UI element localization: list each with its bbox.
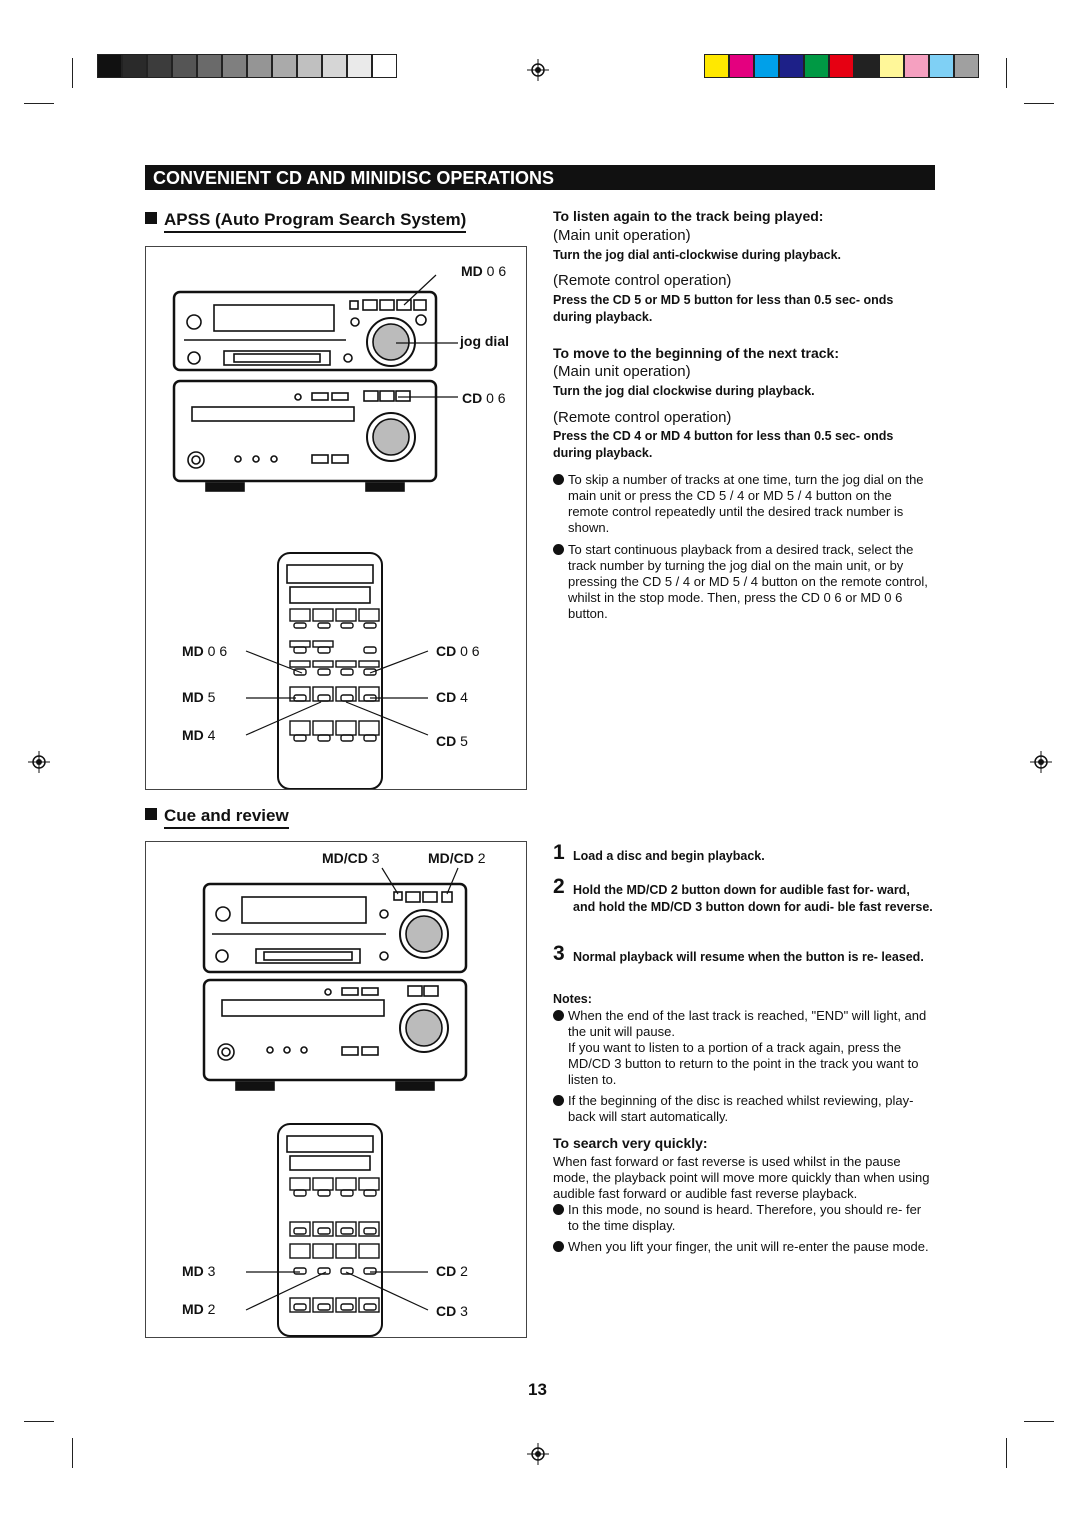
- color-swatch: [804, 54, 829, 78]
- label-md-cd-3: MD/CD 3: [322, 850, 380, 866]
- step-number: 1: [553, 841, 565, 864]
- label-remote-md-3: MD 3: [182, 1263, 216, 1279]
- next-track-title: To move to the beginning of the next tra…: [553, 345, 839, 361]
- color-swatch: [954, 54, 979, 78]
- label-remote-md-2: MD 2: [182, 1301, 216, 1317]
- bullet-icon: [553, 1010, 564, 1021]
- cue-diagram: MD/CD 3 MD/CD 2 MD 3 MD 2 CD 2 CD 3: [145, 841, 527, 1338]
- gray-swatch: [172, 54, 197, 78]
- page-title: CONVENIENT CD AND MINIDISC OPERATIONS: [145, 165, 935, 190]
- bullet-icon: [553, 1204, 564, 1215]
- registration-mark-icon: [527, 59, 549, 81]
- label-remote-md-0-6: MD 0 6: [182, 643, 228, 659]
- crop-mark: [72, 1438, 73, 1468]
- next-track-remote-text: Press the CD 4 or MD 4 button for less t…: [553, 429, 894, 460]
- crop-mark: [72, 58, 73, 88]
- label-jog-dial: jog dial: [460, 333, 509, 349]
- list-item: When the end of the last track is reache…: [553, 1008, 935, 1040]
- list-item: To start continuous playback from a desi…: [553, 542, 935, 622]
- next-track-remote-op: (Remote control operation): [553, 409, 732, 426]
- gray-swatch: [322, 54, 347, 78]
- next-track-main-op: (Main unit operation): [553, 363, 691, 380]
- bullet-icon: [553, 1095, 564, 1106]
- crop-mark: [24, 103, 54, 104]
- label-remote-cd-0-6: CD 0 6: [436, 643, 480, 659]
- stereo-unit-illustration: [172, 274, 458, 789]
- color-swatch: [879, 54, 904, 78]
- listen-again-main-op: (Main unit operation): [553, 227, 691, 244]
- page-number: 13: [528, 1380, 547, 1399]
- label-cd-0-6: CD 0 6: [462, 390, 506, 406]
- step-text: Load a disc and begin playback.: [573, 849, 765, 863]
- crop-mark: [1006, 1438, 1007, 1468]
- gray-swatch: [97, 54, 122, 78]
- color-swatch: [829, 54, 854, 78]
- cue-heading: Cue and review: [145, 806, 289, 829]
- crop-mark: [1024, 1421, 1054, 1422]
- color-swatch: [929, 54, 954, 78]
- notes-title: Notes:: [553, 992, 592, 1006]
- step-text: Hold the MD/CD 2 button down for audible…: [573, 883, 933, 914]
- color-swatch: [704, 54, 729, 78]
- listen-again-remote-op: (Remote control operation): [553, 272, 732, 289]
- label-md-0-6: MD 0 6: [461, 263, 507, 279]
- step-2: 2 Hold the MD/CD 2 button down for audib…: [553, 876, 935, 916]
- registration-mark-icon: [527, 1443, 549, 1465]
- cue-heading-text: Cue and review: [164, 806, 289, 829]
- gray-swatch: [197, 54, 222, 78]
- gray-swatch: [122, 54, 147, 78]
- label-remote-cd-5: CD 5: [436, 733, 468, 749]
- stereo-unit-illustration: [202, 867, 468, 1337]
- gray-swatch: [147, 54, 172, 78]
- step-number: 3: [553, 942, 565, 965]
- listen-again-remote-text: Press the CD 5 or MD 5 button for less t…: [553, 293, 894, 324]
- apss-diagram: MD 0 6 jog dial CD 0 6 MD 0 6 MD 5 MD 4 …: [145, 246, 527, 790]
- color-swatch: [754, 54, 779, 78]
- bullet-icon: [553, 1241, 564, 1252]
- list-item: If the beginning of the disc is reached …: [553, 1093, 935, 1125]
- registration-mark-icon: [1030, 751, 1052, 773]
- gray-swatch: [297, 54, 322, 78]
- listen-again-main-text: Turn the jog dial anti-clockwise during …: [553, 248, 842, 262]
- apss-heading: APSS (Auto Program Search System): [145, 210, 467, 233]
- gray-swatch: [272, 54, 297, 78]
- bullet-icon: [553, 544, 564, 555]
- label-md-cd-2: MD/CD 2: [428, 850, 486, 866]
- next-track-main-text: Turn the jog dial clockwise during playb…: [553, 384, 815, 398]
- gray-swatch: [247, 54, 272, 78]
- bullet-icon: [553, 474, 564, 485]
- listen-again-title: To listen again to the track being playe…: [553, 208, 824, 224]
- search-title: To search very quickly:: [553, 1135, 708, 1151]
- square-bullet-icon: [145, 212, 157, 224]
- label-remote-cd-2: CD 2: [436, 1263, 468, 1279]
- step-1: 1 Load a disc and begin playback.: [553, 842, 935, 865]
- search-text: When fast forward or fast reverse is use…: [553, 1154, 930, 1201]
- notes-extra: If you want to listen to a portion of a …: [568, 1040, 919, 1087]
- label-remote-md-5: MD 5: [182, 689, 216, 705]
- crop-mark: [24, 1421, 54, 1422]
- list-item: When you lift your finger, the unit will…: [553, 1239, 935, 1255]
- step-number: 2: [553, 875, 565, 898]
- gray-swatch: [222, 54, 247, 78]
- crop-mark: [1024, 103, 1054, 104]
- color-swatch: [729, 54, 754, 78]
- label-remote-md-4: MD 4: [182, 727, 216, 743]
- crop-mark: [1006, 58, 1007, 88]
- list-item: In this mode, no sound is heard. Therefo…: [553, 1202, 935, 1234]
- gray-swatch: [347, 54, 372, 78]
- color-swatch: [779, 54, 804, 78]
- color-swatch: [854, 54, 879, 78]
- color-swatch: [904, 54, 929, 78]
- apss-heading-text: APSS (Auto Program Search System): [164, 210, 467, 233]
- gray-swatch: [372, 54, 397, 78]
- list-item: To skip a number of tracks at one time, …: [553, 472, 935, 536]
- step-3: 3 Normal playback will resume when the b…: [553, 943, 935, 966]
- square-bullet-icon: [145, 808, 157, 820]
- label-remote-cd-3: CD 3: [436, 1303, 468, 1319]
- registration-mark-icon: [28, 751, 50, 773]
- label-remote-cd-4: CD 4: [436, 689, 468, 705]
- step-text: Normal playback will resume when the but…: [573, 950, 924, 964]
